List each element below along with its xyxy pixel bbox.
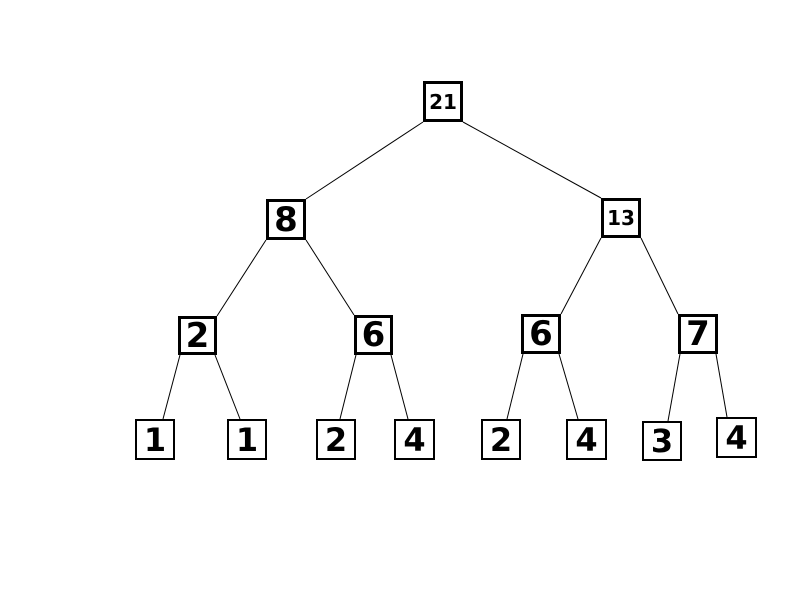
tree-node-leaf-1b: 1 xyxy=(227,419,267,460)
tree-edge-l-8-lr-6 xyxy=(305,239,355,316)
tree-node-root-21: 21 xyxy=(423,81,463,122)
tree-node-ll-2: 2 xyxy=(178,316,217,355)
tree-edge-l-8-ll-2 xyxy=(216,239,267,317)
tree-edge-ll-2-leaf-1b xyxy=(214,354,241,420)
tree-edge-ll-2-leaf-1a xyxy=(162,354,181,420)
tree-node-rr-7: 7 xyxy=(678,314,718,354)
tree-edge-rl-6-leaf-2b xyxy=(506,353,524,420)
tree-edge-root-21-r-13 xyxy=(462,121,602,199)
tree-node-leaf-4c: 4 xyxy=(716,417,757,458)
tree-node-r-13: 13 xyxy=(601,198,641,238)
tree-node-leaf-4b: 4 xyxy=(566,419,607,460)
tree-node-leaf-4a: 4 xyxy=(394,419,435,460)
tree-edge-lr-6-leaf-4a xyxy=(390,354,409,420)
tree-edge-rl-6-leaf-4b xyxy=(558,353,579,420)
tree-edge-rr-7-leaf-4c xyxy=(715,353,728,418)
tree-edge-lr-6-leaf-2a xyxy=(339,354,357,420)
tree-edge-rr-7-leaf-3 xyxy=(667,353,681,422)
tree-node-leaf-2b: 2 xyxy=(481,419,521,460)
tree-node-lr-6: 6 xyxy=(354,315,393,355)
tree-edge-r-13-rl-6 xyxy=(560,237,602,315)
tree-node-rl-6: 6 xyxy=(521,314,561,354)
tree-node-leaf-3: 3 xyxy=(642,421,682,461)
tree-node-leaf-2a: 2 xyxy=(316,419,356,460)
tree-node-l-8: 8 xyxy=(266,199,306,240)
tree-edge-root-21-l-8 xyxy=(305,121,424,200)
tree-edge-r-13-rr-7 xyxy=(640,237,679,315)
tree-node-leaf-1a: 1 xyxy=(135,419,175,460)
